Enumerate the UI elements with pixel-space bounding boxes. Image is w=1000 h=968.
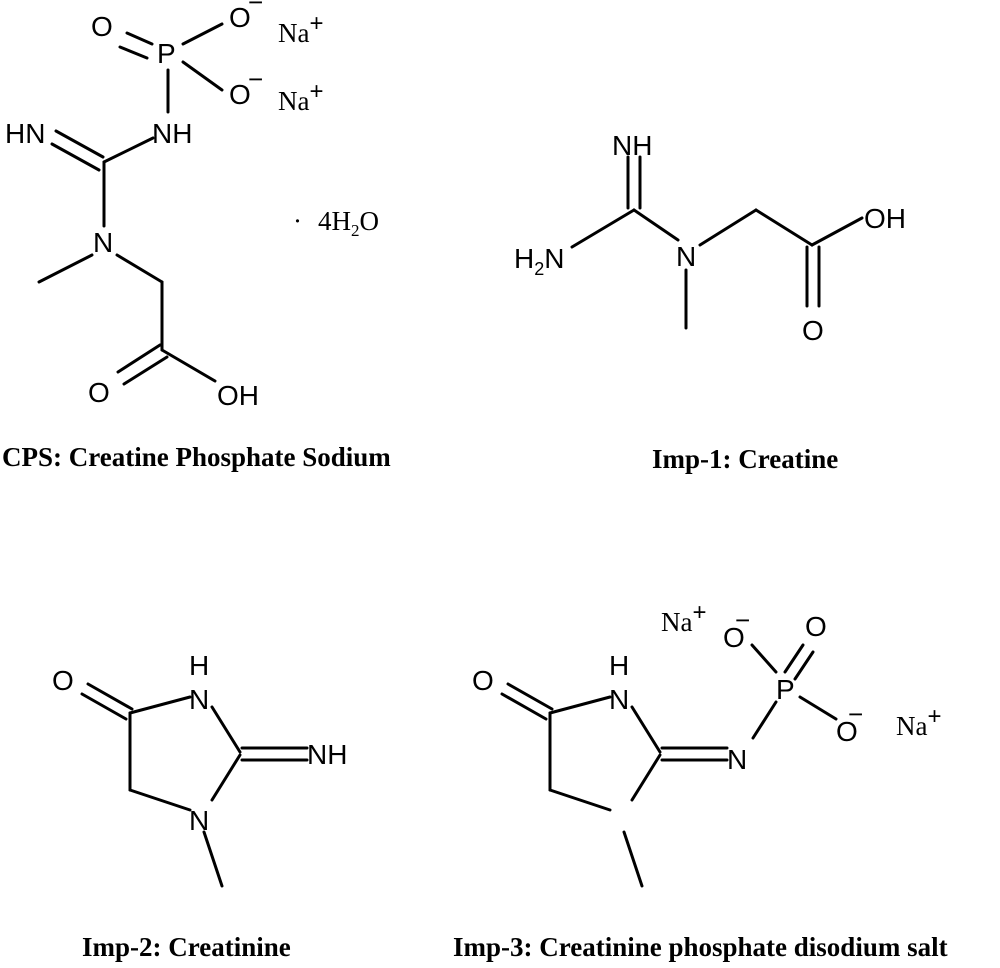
charge-minus: − <box>248 64 263 94</box>
atom-o: O <box>229 2 251 33</box>
atom-hn: HN <box>5 118 45 149</box>
bond-c-oh <box>810 216 864 247</box>
bond-n-ch2 <box>698 208 758 247</box>
charge-minus: − <box>735 605 750 635</box>
atom-o: O <box>723 622 745 653</box>
bond-c-n <box>630 753 662 802</box>
atom-oh: OH <box>864 203 906 234</box>
atom-o: O <box>472 665 494 696</box>
atom-n: N <box>609 684 629 715</box>
bond-c-nh <box>548 695 612 715</box>
bond-n-p <box>751 700 778 740</box>
atom-nh: NH <box>307 739 347 770</box>
bond-n-ch2 <box>548 788 612 812</box>
bond-p-o-lower <box>118 45 149 60</box>
bond-p-ominus-top <box>750 643 778 674</box>
atom-n: N <box>676 241 696 272</box>
caption-cps: CPS: Creatine Phosphate Sodium <box>2 442 391 472</box>
bond-h2n-c <box>570 208 636 249</box>
charge-minus: − <box>848 699 863 729</box>
bond-o-c-2 <box>500 692 548 721</box>
bond-c-o-1 <box>116 343 162 374</box>
bond-n-methyl <box>202 830 224 888</box>
atom-p: P <box>157 38 176 69</box>
atom-o: O <box>802 315 824 346</box>
atom-oh: OH <box>217 380 259 411</box>
atom-o: O <box>88 377 110 408</box>
bond-n-ch2 <box>128 788 192 812</box>
bond-p-ominus-right <box>798 695 838 721</box>
bond-c-nh <box>128 695 192 715</box>
sodium-ion: Na+ <box>896 703 942 741</box>
sodium-ion: Na+ <box>278 10 324 48</box>
bond-nh-c <box>630 705 662 754</box>
hydrate-label: ·4H2O <box>293 206 379 240</box>
atom-o: O <box>52 665 74 696</box>
bond-p-ominus-bottom <box>181 60 224 92</box>
bond-n-methyl <box>622 830 644 888</box>
bond-c-n <box>210 753 242 802</box>
bond-p-o-upper <box>125 31 154 46</box>
atom-o: O <box>805 611 827 642</box>
caption-imp1: Imp-1: Creatine <box>652 444 838 474</box>
caption-imp3: Imp-3: Creatinine phosphate disodium sal… <box>453 932 948 962</box>
atom-p: P <box>776 674 795 705</box>
caption-imp2: Imp-2: Creatinine <box>82 932 291 962</box>
sodium-ion: Na+ <box>278 78 324 116</box>
atom-o: O <box>91 11 113 42</box>
bond-c-nh-imine-1 <box>54 129 105 159</box>
bond-o-c-1 <box>506 682 554 711</box>
bond-c-oh <box>160 348 217 383</box>
bond-n-ch2 <box>115 253 164 284</box>
atom-nh: NH <box>152 118 192 149</box>
bond-ch2-c <box>754 208 814 247</box>
atom-h: H <box>189 650 209 681</box>
atom-h: H <box>609 650 629 681</box>
bond-p-o-2 <box>793 650 815 681</box>
bond-c-n <box>632 208 680 242</box>
bond-c-nh-imine-2 <box>50 142 101 172</box>
bond-nh-c <box>210 705 242 754</box>
atom-nh: NH <box>612 130 652 161</box>
bond-o-c-2 <box>80 692 128 721</box>
bond-p-o-1 <box>783 643 805 674</box>
bond-c-o-2 <box>122 355 169 386</box>
bond-p-ominus-top <box>181 22 224 46</box>
atom-h2n: H2N <box>514 243 564 279</box>
atom-n: N <box>189 684 209 715</box>
bond-o-c-1 <box>86 682 134 711</box>
charge-minus: − <box>248 0 263 17</box>
structure-imp1: NH H2N N OH O Imp-1: Creatine <box>514 130 906 474</box>
structure-cps: O P O − O − Na+ Na+ NH HN N O OH ·4H2O C… <box>2 0 391 472</box>
bond-nh-c <box>102 136 155 164</box>
atom-n: N <box>93 227 113 258</box>
sodium-ion: Na+ <box>661 599 707 637</box>
structure-imp3: O H N N P O − O O − Na+ Na+ Imp-3: Creat… <box>453 599 948 962</box>
structure-imp2: O H N NH N Imp-2: Creatinine <box>52 650 347 962</box>
atom-n: N <box>189 805 209 836</box>
atom-o: O <box>229 79 251 110</box>
atom-o: O <box>836 716 858 747</box>
bond-n-methyl <box>37 253 94 284</box>
atom-n: N <box>727 744 747 775</box>
